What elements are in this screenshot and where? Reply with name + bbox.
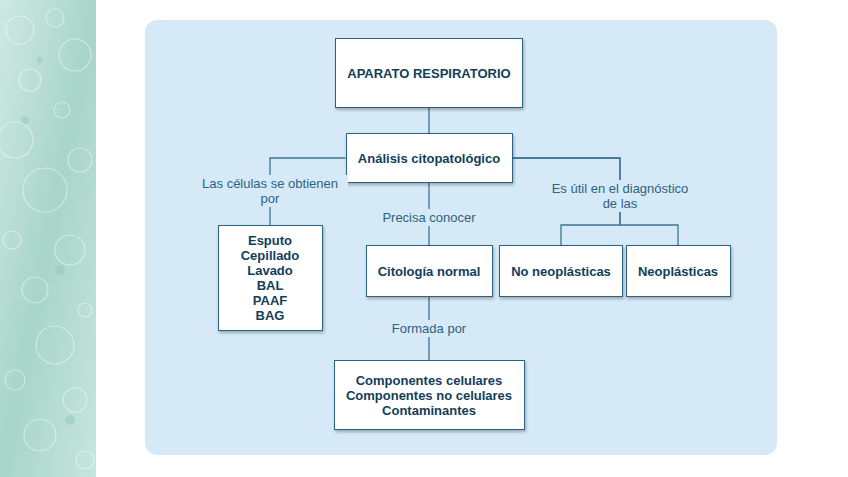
box-text: PAAF: [253, 293, 287, 308]
box-text: No neoplásticas: [511, 264, 611, 279]
process-box: APARATO RESPIRATORIO: [335, 38, 523, 108]
box-text: Contaminantes: [382, 403, 476, 418]
box-text: Neoplásticas: [638, 264, 718, 279]
process-box: Análisis citopatológico: [346, 133, 513, 183]
box-text: BAL: [257, 278, 284, 293]
process-box: Componentes celularesComponentes no celu…: [334, 360, 525, 430]
box-text: Citología normal: [378, 264, 481, 279]
cell-texture: [21, 57, 75, 425]
bubble-texture: [0, 9, 94, 469]
box-text: Componentes no celulares: [346, 388, 512, 403]
box-text: Componentes celulares: [356, 373, 503, 388]
side-strip: [0, 0, 96, 477]
process-box: Neoplásticas: [626, 245, 731, 297]
edge-label: Precisa conocer: [379, 209, 478, 226]
process-box: EsputoCepilladoLavadoBALPAAFBAG: [218, 225, 323, 331]
edge-label: Es útil en el diagnóstico de las: [542, 180, 698, 212]
box-text: APARATO RESPIRATORIO: [347, 66, 510, 81]
box-text: Esputo: [248, 233, 292, 248]
edge-label: Formada por: [389, 320, 469, 337]
process-box: Citología normal: [366, 245, 493, 297]
box-text: BAG: [256, 308, 285, 323]
box-text: Análisis citopatológico: [358, 151, 500, 166]
process-box: No neoplásticas: [499, 245, 623, 297]
box-text: Lavado: [247, 263, 293, 278]
edge-label: Las células se obtienen por: [192, 175, 348, 207]
box-text: Cepillado: [241, 248, 300, 263]
connector: [428, 108, 429, 133]
